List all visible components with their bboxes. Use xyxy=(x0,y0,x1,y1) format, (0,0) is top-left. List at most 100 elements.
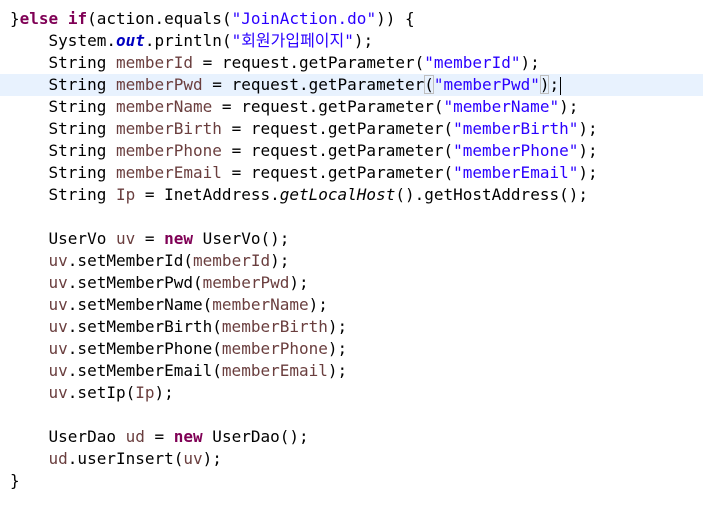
code-token: UserDao xyxy=(10,427,126,446)
method-token: getLocalHost xyxy=(279,185,396,204)
variable-token: ud xyxy=(125,427,145,446)
code-token xyxy=(10,317,49,336)
variable-token: memberEmail xyxy=(115,163,222,182)
code-line[interactable]: String memberPhone = request.getParamete… xyxy=(0,140,703,162)
code-token: )) { xyxy=(376,9,415,28)
code-token: = request.getParameter( xyxy=(193,53,425,72)
code-token: String xyxy=(10,163,116,182)
string-literal: "memberBirth" xyxy=(453,119,579,138)
code-token: .setMemberPhone( xyxy=(67,339,222,358)
code-token: UserVo(); xyxy=(193,229,290,248)
code-token: = request.getParameter( xyxy=(221,119,454,138)
code-token: System. xyxy=(10,31,116,50)
code-token: ); xyxy=(154,383,174,402)
code-line[interactable]: uv.setIp(Ip); xyxy=(0,382,703,404)
string-literal: "memberPwd" xyxy=(433,75,540,94)
code-token: = InetAddress. xyxy=(135,185,280,204)
code-line[interactable]: String memberPwd = request.getParameter(… xyxy=(0,74,703,96)
code-line[interactable] xyxy=(0,206,703,228)
variable-token: memberPhone xyxy=(115,141,222,160)
code-token: } xyxy=(10,471,20,490)
code-token xyxy=(10,295,49,314)
code-token: ); xyxy=(578,119,598,138)
code-token: String xyxy=(10,75,116,94)
variable-token: memberName xyxy=(212,295,309,314)
code-line[interactable]: String memberId = request.getParameter("… xyxy=(0,52,703,74)
code-token: .setMemberId( xyxy=(67,251,194,270)
variable-token: uv xyxy=(48,251,68,270)
code-token: ); xyxy=(559,97,579,116)
variable-token: memberBirth xyxy=(221,317,328,336)
code-line[interactable]: String memberEmail = request.getParamete… xyxy=(0,162,703,184)
code-token: ); xyxy=(270,251,290,270)
bracket-match: ) xyxy=(539,75,550,94)
keyword-token: if xyxy=(67,9,88,28)
code-token: ); xyxy=(327,317,348,336)
code-line[interactable]: System.out.println("회원가입페이지"); xyxy=(0,30,703,52)
code-line[interactable]: UserVo uv = new UserVo(); xyxy=(0,228,703,250)
code-token: .println( xyxy=(144,31,232,50)
code-token: String xyxy=(10,53,116,72)
code-token: .setMemberPwd( xyxy=(67,273,203,292)
code-line[interactable]: String memberName = request.getParameter… xyxy=(0,96,703,118)
keyword-token: else xyxy=(19,9,59,28)
code-token xyxy=(10,383,49,402)
code-token: .setIp( xyxy=(67,383,136,402)
code-line[interactable]: UserDao ud = new UserDao(); xyxy=(0,426,703,448)
variable-token: memberName xyxy=(115,97,213,116)
code-line[interactable]: uv.setMemberPhone(memberPhone); xyxy=(0,338,703,360)
variable-token: memberPhone xyxy=(221,339,328,358)
variable-token: memberBirth xyxy=(115,119,222,138)
code-line[interactable] xyxy=(0,404,703,426)
code-token: (action.equals( xyxy=(87,9,232,28)
code-token: = request.getParameter xyxy=(202,75,425,94)
code-token: = request.getParameter( xyxy=(212,97,444,116)
code-token: String xyxy=(10,97,116,116)
code-token: = xyxy=(135,229,165,248)
variable-token: ud xyxy=(48,449,68,468)
variable-token: uv xyxy=(48,339,68,358)
variable-token: uv xyxy=(48,295,68,314)
code-line[interactable]: String Ip = InetAddress.getLocalHost().g… xyxy=(0,184,703,206)
code-token: ); xyxy=(202,449,222,468)
variable-token: memberPwd xyxy=(115,75,203,94)
code-line[interactable]: ud.userInsert(uv); xyxy=(0,448,703,470)
string-literal: "JoinAction.do" xyxy=(231,9,377,28)
code-token: ); xyxy=(353,31,374,50)
variable-token: uv xyxy=(48,383,68,402)
code-token: ; xyxy=(549,75,560,94)
variable-token: memberId xyxy=(193,251,271,270)
code-line[interactable]: String memberBirth = request.getParamete… xyxy=(0,118,703,140)
variable-token: uv xyxy=(48,273,68,292)
code-token: .userInsert( xyxy=(67,449,184,468)
code-line[interactable]: uv.setMemberName(memberName); xyxy=(0,294,703,316)
code-token: ); xyxy=(289,273,309,292)
code-line[interactable]: } xyxy=(0,470,703,492)
string-literal: "memberId" xyxy=(424,53,521,72)
code-token: ); xyxy=(578,141,598,160)
code-line[interactable]: uv.setMemberId(memberId); xyxy=(0,250,703,272)
code-token: = request.getParameter( xyxy=(221,163,454,182)
keyword-token: new xyxy=(173,427,203,446)
bracket-match: ( xyxy=(424,75,434,94)
variable-token: uv xyxy=(48,361,68,380)
variable-token: Ip xyxy=(135,383,155,402)
code-token xyxy=(10,251,49,270)
code-token: .setMemberBirth( xyxy=(67,317,222,336)
code-token xyxy=(10,339,49,358)
code-token: = request.getParameter( xyxy=(221,141,454,160)
code-line[interactable]: }else if(action.equals("JoinAction.do"))… xyxy=(0,8,703,30)
code-token: ().getHostAddress(); xyxy=(395,185,588,204)
code-token: ); xyxy=(327,361,348,380)
code-token xyxy=(10,361,49,380)
code-token xyxy=(10,449,49,468)
variable-token: memberEmail xyxy=(221,361,328,380)
string-literal: "memberEmail" xyxy=(453,163,579,182)
code-token: String xyxy=(10,185,116,204)
code-token: UserDao(); xyxy=(202,427,309,446)
variable-token: uv xyxy=(48,317,68,336)
code-line[interactable]: uv.setMemberPwd(memberPwd); xyxy=(0,272,703,294)
code-line[interactable]: uv.setMemberEmail(memberEmail); xyxy=(0,360,703,382)
code-line[interactable]: uv.setMemberBirth(memberBirth); xyxy=(0,316,703,338)
